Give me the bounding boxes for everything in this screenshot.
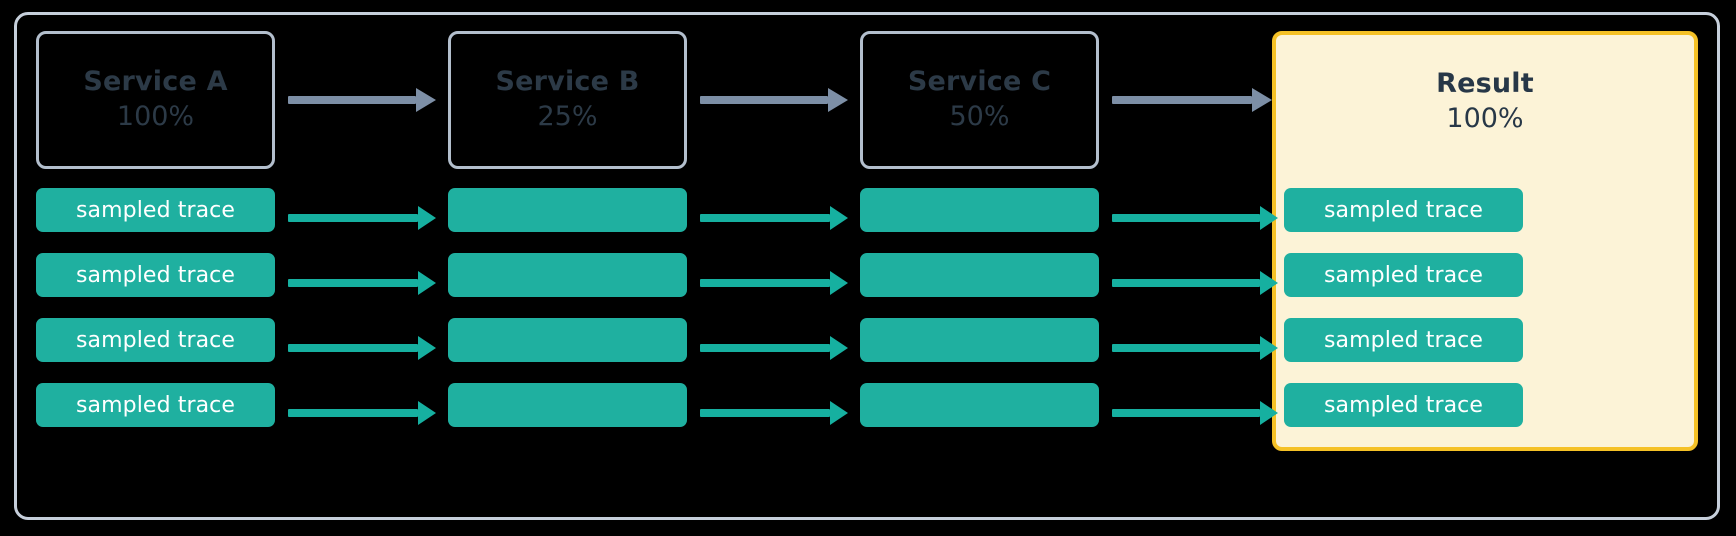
- trace-label: sampled trace: [1323, 392, 1484, 418]
- arrow-shaft: [700, 214, 830, 222]
- result-box[interactable]: Result 100%: [1272, 31, 1698, 451]
- service-box-service-c[interactable]: Service C 50%: [860, 31, 1099, 169]
- arrow-shaft: [700, 344, 830, 352]
- trace-bar-service-a-row3[interactable]: sampled trace: [36, 318, 275, 362]
- arrow-head-icon: [418, 206, 436, 230]
- arrow-head-icon: [828, 88, 848, 112]
- trace-label: sampled trace: [1323, 197, 1484, 223]
- service-box-service-a[interactable]: Service A 100%: [36, 31, 275, 169]
- service-a-title: Service A: [83, 66, 228, 98]
- trace-bar-service-b-row1[interactable]: [448, 188, 687, 232]
- trace-label: sampled trace: [75, 392, 236, 418]
- trace-label: sampled trace: [75, 327, 236, 353]
- arrow-shaft: [288, 409, 418, 417]
- service-a-percent: 100%: [116, 101, 195, 133]
- trace-bar-service-a-row1[interactable]: sampled trace: [36, 188, 275, 232]
- service-c-title: Service C: [907, 66, 1052, 98]
- trace-bar-service-c-row1[interactable]: [860, 188, 1099, 232]
- arrow-head-icon: [418, 401, 436, 425]
- trace-bar-result-row1[interactable]: sampled trace: [1284, 188, 1523, 232]
- trace-bar-result-row4[interactable]: sampled trace: [1284, 383, 1523, 427]
- arrow-head-icon: [1260, 271, 1278, 295]
- arrow-head-icon: [1260, 401, 1278, 425]
- arrow-shaft: [288, 96, 416, 104]
- arrow-head-icon: [830, 271, 848, 295]
- service-b-title: Service B: [495, 66, 640, 98]
- arrow-shaft: [700, 96, 828, 104]
- trace-bar-service-c-row2[interactable]: [860, 253, 1099, 297]
- arrow-head-icon: [418, 336, 436, 360]
- result-percent: 100%: [1446, 103, 1524, 135]
- result-header: Result 100%: [1276, 35, 1694, 169]
- arrow-shaft: [1112, 96, 1252, 104]
- trace-label: sampled trace: [1323, 327, 1484, 353]
- arrow-head-icon: [1260, 336, 1278, 360]
- arrow-head-icon: [1260, 206, 1278, 230]
- trace-bar-service-a-row4[interactable]: sampled trace: [36, 383, 275, 427]
- arrow-shaft: [700, 409, 830, 417]
- arrow-head-icon: [1252, 88, 1272, 112]
- trace-bar-result-row3[interactable]: sampled trace: [1284, 318, 1523, 362]
- trace-bar-service-b-row4[interactable]: [448, 383, 687, 427]
- trace-bar-service-b-row3[interactable]: [448, 318, 687, 362]
- trace-bar-service-c-row3[interactable]: [860, 318, 1099, 362]
- arrow-shaft: [1112, 344, 1260, 352]
- trace-bar-service-a-row2[interactable]: sampled trace: [36, 253, 275, 297]
- trace-label: sampled trace: [75, 197, 236, 223]
- arrow-head-icon: [416, 88, 436, 112]
- service-b-percent: 25%: [537, 101, 598, 133]
- trace-bar-result-row2[interactable]: sampled trace: [1284, 253, 1523, 297]
- arrow-shaft: [1112, 279, 1260, 287]
- arrow-head-icon: [830, 206, 848, 230]
- arrow-head-icon: [418, 271, 436, 295]
- service-c-percent: 50%: [949, 101, 1010, 133]
- trace-label: sampled trace: [1323, 262, 1484, 288]
- arrow-shaft: [288, 279, 418, 287]
- arrow-shaft: [288, 214, 418, 222]
- diagram-outer-frame: [14, 12, 1720, 520]
- arrow-shaft: [1112, 409, 1260, 417]
- trace-bar-service-c-row4[interactable]: [860, 383, 1099, 427]
- arrow-shaft: [700, 279, 830, 287]
- arrow-shaft: [1112, 214, 1260, 222]
- arrow-head-icon: [830, 401, 848, 425]
- service-box-service-b[interactable]: Service B 25%: [448, 31, 687, 169]
- arrow-head-icon: [830, 336, 848, 360]
- trace-bar-service-b-row2[interactable]: [448, 253, 687, 297]
- trace-label: sampled trace: [75, 262, 236, 288]
- result-title: Result: [1436, 68, 1534, 100]
- arrow-shaft: [288, 344, 418, 352]
